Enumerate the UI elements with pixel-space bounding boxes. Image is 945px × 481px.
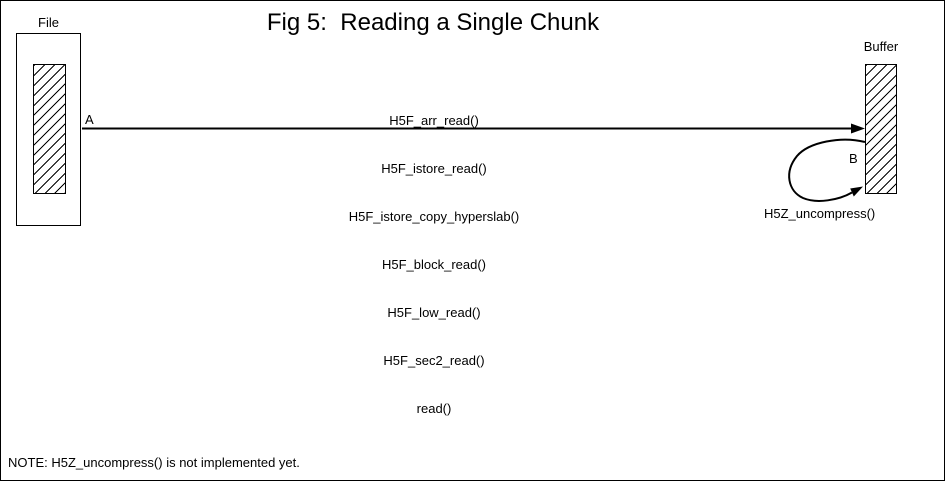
arrow-b-loop — [788, 138, 866, 202]
call-stack-item: H5F_sec2_read() — [383, 353, 485, 368]
arrow-b-marker: B — [849, 151, 858, 166]
file-label: File — [38, 15, 59, 30]
read-call-stack: H5F_arr_read() H5F_istore_read() H5F_ist… — [349, 81, 520, 449]
call-stack-item: read() — [416, 401, 452, 416]
file-chunk-hatched-rect — [33, 64, 66, 194]
buffer-label: Buffer — [863, 39, 899, 54]
figure-title: Fig 5: Reading a Single Chunk — [266, 9, 600, 36]
buffer-chunk-hatched-rect — [865, 64, 897, 194]
call-stack-item: H5F_low_read() — [387, 305, 481, 320]
arrow-a-marker: A — [85, 112, 94, 127]
arrow-b-head-icon — [850, 186, 863, 197]
call-stack-item: H5F_istore_read() — [381, 161, 487, 176]
footnote: NOTE: H5Z_uncompress() is not implemente… — [8, 455, 300, 470]
uncompress-function-label: H5Z_uncompress() — [764, 206, 876, 221]
arrow-a-head-icon — [851, 123, 865, 134]
call-stack-item: H5F_block_read() — [381, 257, 487, 272]
call-stack-item: H5F_arr_read() — [389, 113, 479, 128]
call-stack-item: H5F_istore_copy_hyperslab() — [348, 209, 520, 224]
